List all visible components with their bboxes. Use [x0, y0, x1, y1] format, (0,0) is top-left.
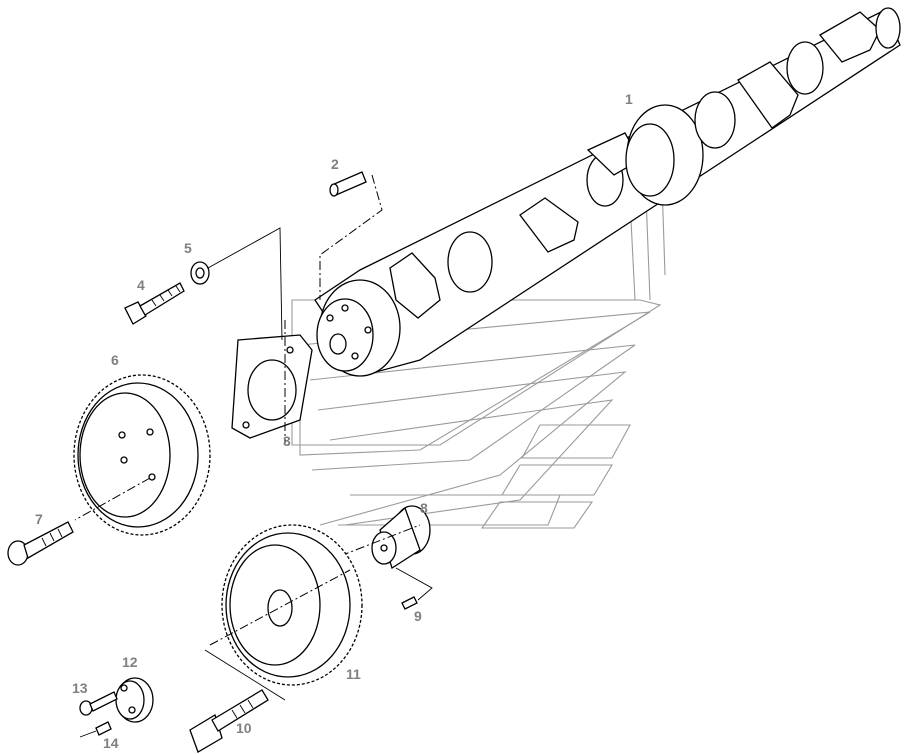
callout-12: 12 — [122, 654, 138, 670]
callout-11: 11 — [346, 666, 361, 682]
callout-4: 4 — [137, 277, 145, 293]
callout-9: 9 — [414, 608, 422, 624]
callout-14: 14 — [103, 735, 119, 751]
flange-bolt — [7, 521, 74, 566]
idler-gear — [204, 524, 363, 701]
washer — [190, 227, 283, 341]
long-bolt — [189, 689, 269, 753]
camshaft-gear — [73, 374, 211, 536]
callout-7: 7 — [35, 511, 43, 527]
callout-3: 3 — [283, 433, 291, 449]
bolt — [124, 282, 185, 325]
camshaft — [314, 7, 901, 377]
callout-1: 1 — [625, 91, 633, 107]
small-pin — [395, 567, 433, 610]
callout-8: 8 — [420, 500, 428, 516]
callout-5: 5 — [184, 240, 192, 256]
callout-10: 10 — [236, 720, 252, 736]
callout-6: 6 — [111, 352, 119, 368]
dowel-pin — [319, 171, 383, 300]
thrust-plate — [231, 320, 313, 445]
pin-small — [79, 721, 112, 738]
callout-2: 2 — [331, 156, 339, 172]
retainer-plate — [115, 677, 154, 723]
screw — [79, 691, 118, 716]
hub — [339, 505, 431, 570]
callout-13: 13 — [72, 680, 88, 696]
